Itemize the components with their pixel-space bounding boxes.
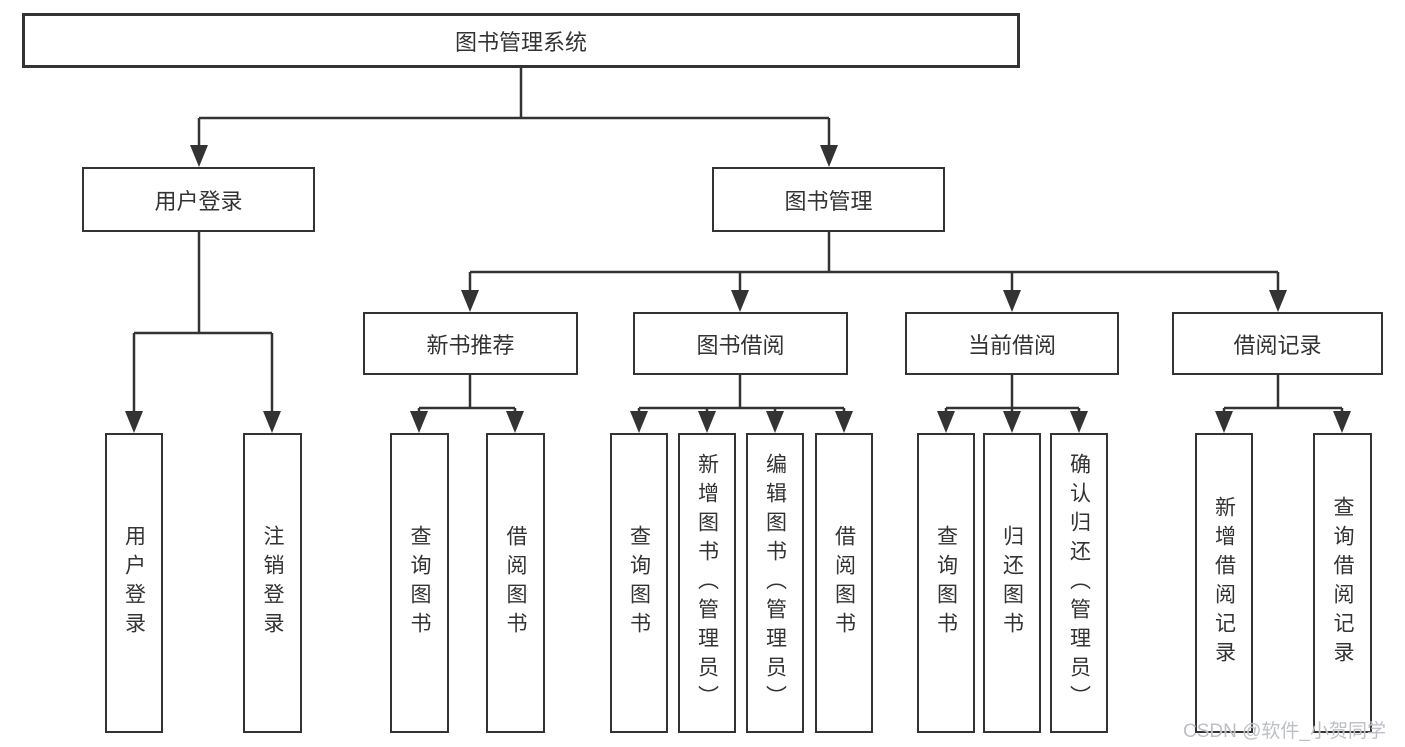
leaf-query-books-borrow: 查询图书 [610,433,668,733]
arrowhead [410,411,428,433]
node-new-book-recommend: 新书推荐 [363,312,578,375]
leaf-add-books-admin-label: 新增图书（管理员） [695,452,719,714]
node-current-borrow-label: 当前借阅 [967,332,1056,358]
arrowhead [125,411,143,433]
leaf-query-books-newbooks-label: 查询图书 [408,525,431,641]
arrowhead [731,290,749,312]
watermark: CSDN @软件_小贺同学 [1183,721,1386,742]
arrowhead [190,145,208,167]
leaf-user-login-label: 用户登录 [122,525,146,641]
leaf-edit-books-admin-label: 编辑图书（管理员） [763,452,787,714]
leaf-add-borrow-record-label: 新增借阅记录 [1212,496,1236,670]
arrowhead [698,411,716,433]
leaf-return-books: 归还图书 [983,433,1041,733]
leaf-logout: 注销登录 [243,433,302,733]
node-root-label: 图书管理系统 [454,29,587,55]
node-current-borrow: 当前借阅 [905,312,1119,375]
leaf-query-books-borrow-label: 查询图书 [627,525,651,641]
edge-new-books-trunk [417,375,517,412]
node-new-book-recommend-label: 新书推荐 [426,332,515,358]
node-book-management: 图书管理 [712,167,945,232]
arrowhead [1070,411,1088,433]
arrowhead [820,145,838,167]
leaf-query-books-current-label: 查询图书 [934,525,958,641]
arrowhead [1003,290,1021,312]
leaf-query-books-current: 查询图书 [917,433,975,733]
arrowhead [937,411,955,433]
edge-current-trunk [944,375,1081,412]
leaf-confirm-return-admin: 确认归还（管理员） [1050,433,1108,733]
leaf-borrow-books-label: 借阅图书 [832,525,856,641]
arrowhead [766,411,784,433]
arrowhead [1333,411,1351,433]
node-borrow-records-label: 借阅记录 [1233,332,1322,358]
node-user-login-label: 用户登录 [154,188,243,214]
leaf-user-login: 用户登录 [105,433,163,733]
edge-user-login-trunk [132,232,274,412]
leaf-borrow-books: 借阅图书 [815,433,873,733]
node-user-login: 用户登录 [82,167,315,232]
leaf-return-books-label: 归还图书 [1000,525,1024,641]
leaf-add-borrow-record: 新增借阅记录 [1195,433,1253,733]
leaf-query-borrow-record: 查询借阅记录 [1313,433,1372,733]
edge-records-trunk [1222,375,1344,412]
edge-book-mgmt-trunk [468,232,1280,291]
leaf-borrow-books-newbooks: 借阅图书 [486,433,545,733]
edge-root-trunk [197,68,831,146]
leaf-borrow-books-newbooks-label: 借阅图书 [504,525,527,641]
arrowhead [630,411,648,433]
node-book-borrow: 图书借阅 [633,312,848,375]
leaf-query-borrow-record-label: 查询借阅记录 [1331,496,1354,670]
node-root: 图书管理系统 [22,13,1020,68]
node-book-borrow-label: 图书借阅 [696,332,785,358]
leaf-query-books-newbooks: 查询图书 [390,433,449,733]
arrowhead [461,290,479,312]
arrowhead [506,411,524,433]
arrowhead [263,411,281,433]
node-borrow-records: 借阅记录 [1172,312,1383,375]
node-book-management-label: 图书管理 [784,188,873,214]
arrowhead [1215,411,1233,433]
arrowhead [1003,411,1021,433]
leaf-confirm-return-admin-label: 确认归还（管理员） [1067,452,1091,714]
arrowhead [1269,290,1287,312]
leaf-edit-books-admin: 编辑图书（管理员） [746,433,804,733]
leaf-add-books-admin: 新增图书（管理员） [678,433,736,733]
leaf-logout-label: 注销登录 [261,525,284,641]
arrowhead [835,411,853,433]
edge-borrow-trunk [637,375,846,412]
